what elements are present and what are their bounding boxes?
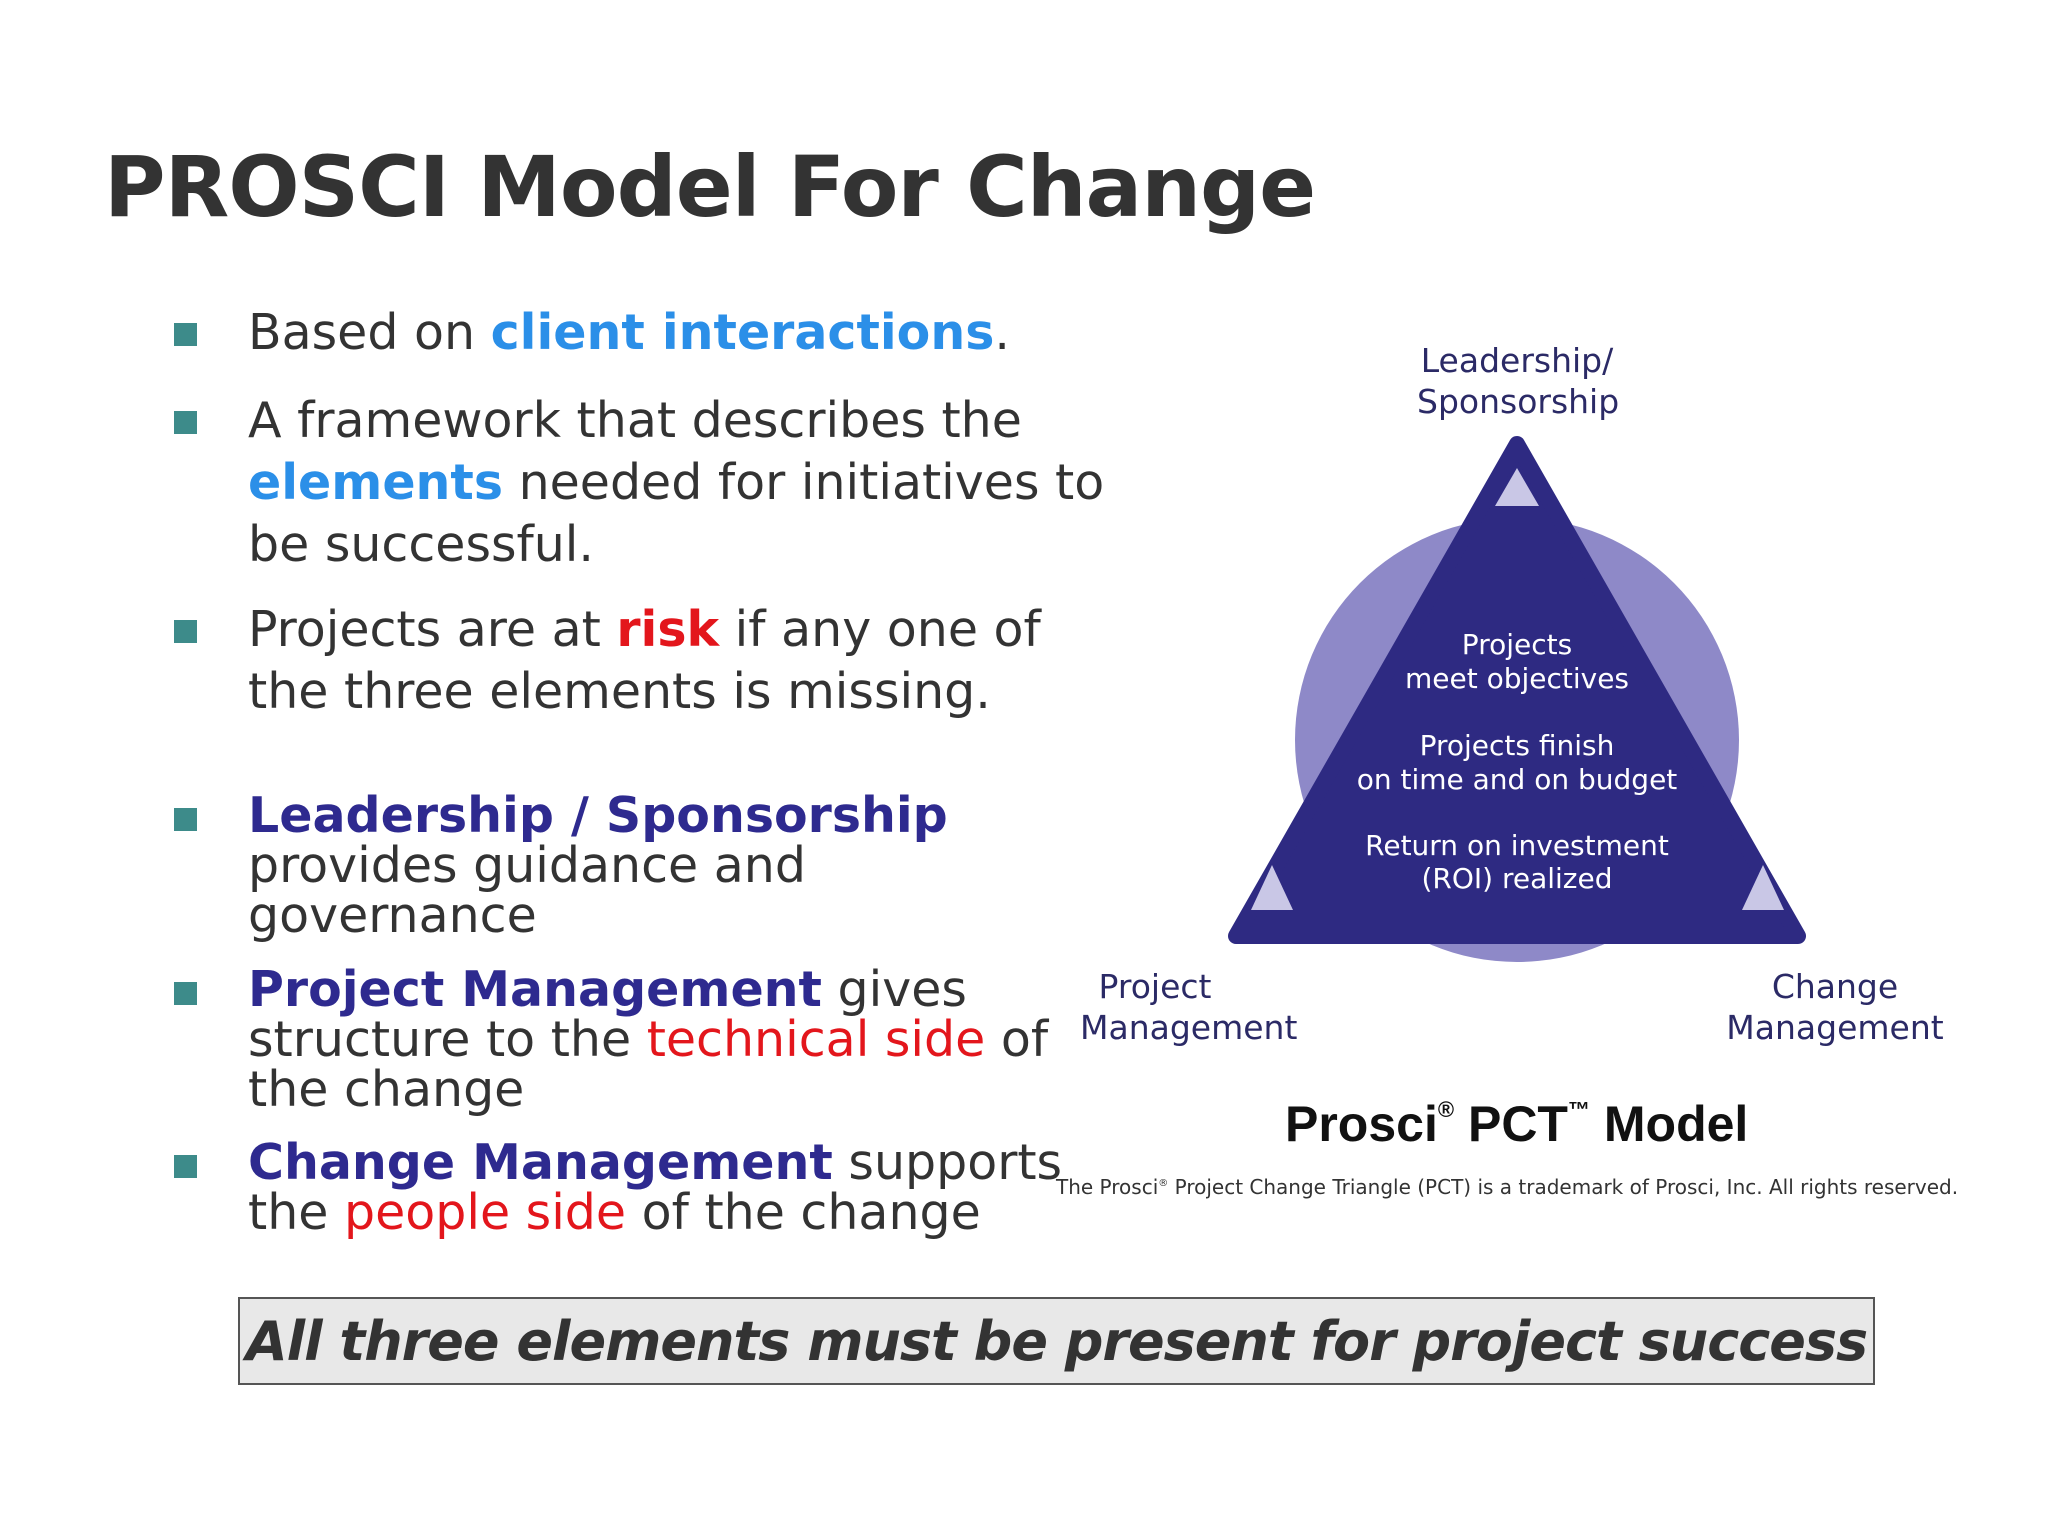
bullet-line: governance [248, 887, 537, 944]
bullet-text: Projects are at [248, 601, 617, 658]
inner-budget-line2: on time and on budget [1357, 763, 1678, 796]
bullet-line: elements needed for initiatives to [248, 452, 1104, 514]
bullet-text: gives [821, 961, 967, 1018]
highlight-people-side: people side [344, 1184, 627, 1241]
pct-title-part: Prosci [1285, 1096, 1438, 1152]
pct-triangle-graphic: Projects meet objectives Projects finish… [1228, 436, 1806, 962]
callout-box: All three elements must be present for p… [238, 1297, 1875, 1385]
label-right-change-management: Change Management [1710, 966, 1960, 1048]
bullet-risk: Projects are at risk if any one of the t… [248, 599, 1068, 723]
label-line: Change [1771, 967, 1899, 1006]
bullet-marker [174, 411, 197, 434]
bullet-line: A framework that describes the [248, 392, 1022, 449]
pct-title-part: PCT [1454, 1096, 1568, 1152]
callout-text: All three elements must be present for p… [245, 1309, 1868, 1373]
label-line: Sponsorship [1417, 382, 1620, 421]
bullet-change-management: Change Management supports the people si… [248, 1138, 1068, 1238]
label-line: Project [1098, 967, 1212, 1006]
bullet-text: . [994, 304, 1010, 361]
bullet-text: structure to the [248, 1011, 647, 1068]
trademark-note: The Prosci® Project Change Triangle (PCT… [1056, 1175, 1958, 1199]
arrow-top-icon [1495, 468, 1539, 506]
inner-budget-line1: Projects finish [1420, 729, 1615, 762]
inner-objectives-line1: Projects [1462, 628, 1572, 661]
diagram-triangle [1228, 436, 1806, 944]
bullet-line: Projects are at risk if any one of [248, 599, 1068, 661]
bullet-text: of the change [626, 1184, 981, 1241]
highlight-risk: risk [616, 601, 720, 658]
bullet-text: of [985, 1011, 1049, 1068]
bullet-line: the three elements is missing. [248, 663, 991, 720]
label-leadership-sponsorship: Leadership / Sponsorship [248, 787, 948, 844]
bullet-leadership: Leadership / Sponsorship provides guidan… [248, 791, 1068, 941]
label-change-management: Change Management [248, 1134, 833, 1191]
highlight-technical-side: technical side [646, 1011, 986, 1068]
registered-mark: ® [1158, 1178, 1169, 1189]
bullet-marker [174, 982, 197, 1005]
pct-model-title: Prosci® PCT™ Model [1285, 1095, 1748, 1153]
bullet-line: structure to the technical side of [248, 1015, 1068, 1065]
bullet-text: supports [832, 1134, 1063, 1191]
arrow-right-icon [1742, 865, 1784, 910]
bullet-project-management: Project Management gives structure to th… [248, 965, 1068, 1115]
label-line: Leadership/ [1420, 341, 1614, 380]
bullet-line: Project Management gives [248, 965, 1068, 1015]
inner-roi-line2: (ROI) realized [1421, 862, 1612, 895]
bullet-framework: A framework that describes the elements … [248, 390, 1104, 576]
bullet-text: Based on [248, 304, 491, 361]
note-part: The Prosci [1056, 1175, 1159, 1199]
registered-mark: ® [1437, 1097, 1455, 1122]
label-line: Management [1080, 1008, 1298, 1047]
bullet-marker [174, 323, 197, 346]
trademark-mark: ™ [1567, 1097, 1590, 1122]
bullet-text: the [248, 1184, 344, 1241]
bullet-line: provides guidance and [248, 837, 806, 894]
bullet-text: if any one of [719, 601, 1041, 658]
highlight-client-interactions: client interactions [490, 304, 995, 361]
bullet-marker [174, 620, 197, 643]
slide-title: PROSCI Model For Change [104, 138, 1316, 236]
inner-roi-line1: Return on investment [1365, 829, 1669, 862]
bullet-marker [174, 808, 197, 831]
label-line: Management [1726, 1008, 1944, 1047]
label-project-management: Project Management [248, 961, 822, 1018]
pct-title-part: Model [1589, 1096, 1749, 1152]
inner-objectives-line2: meet objectives [1405, 662, 1629, 695]
highlight-elements: elements [248, 454, 504, 511]
bullet-line: the change [248, 1061, 525, 1118]
arrow-left-icon [1251, 865, 1293, 910]
bullet-text: needed for initiatives to [503, 454, 1105, 511]
pct-diagram: Projects meet objectives Projects finish… [1050, 310, 2000, 1094]
bullet-line: be successful. [248, 516, 594, 573]
label-left-project-management: Project Management [1080, 966, 1298, 1048]
bullet-client-interactions: Based on client interactions. [248, 302, 1068, 364]
bullet-line: the people side of the change [248, 1188, 1068, 1238]
note-part: Project Change Triangle (PCT) is a trade… [1168, 1175, 1959, 1199]
label-top-leadership: Leadership/ Sponsorship [1417, 340, 1620, 422]
bullet-marker [174, 1155, 197, 1178]
bullet-line: Change Management supports [248, 1138, 1068, 1188]
